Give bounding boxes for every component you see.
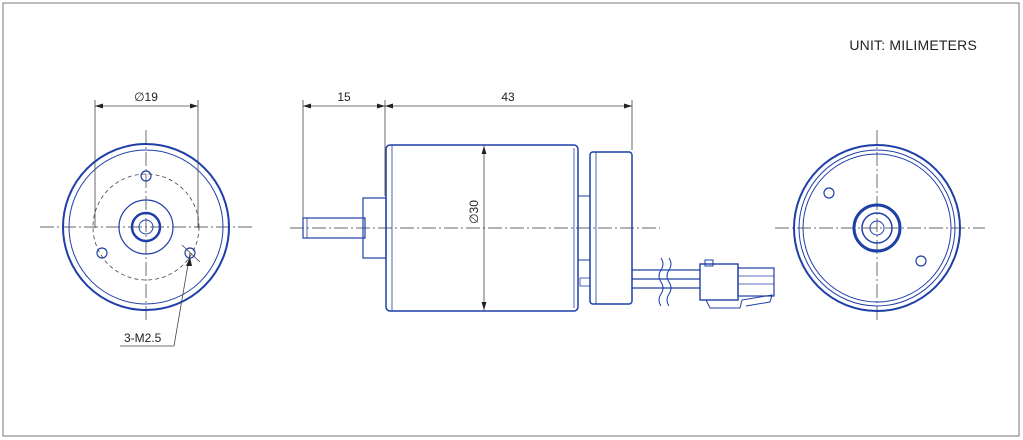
- dim-shaft-length: 15: [337, 90, 351, 104]
- dim-mount-holes: 3-M2.5: [124, 331, 162, 345]
- dim-body-diameter: ∅30: [467, 200, 481, 224]
- side-view: 15 43 ∅30: [290, 90, 775, 312]
- unit-label: UNIT: MILIMETERS: [849, 37, 977, 53]
- rear-view: [775, 130, 985, 322]
- dim-body-length: 43: [501, 90, 515, 104]
- dim-bolt-circle: ∅19: [134, 90, 158, 104]
- front-view: ∅19 3-M2.5: [40, 90, 255, 347]
